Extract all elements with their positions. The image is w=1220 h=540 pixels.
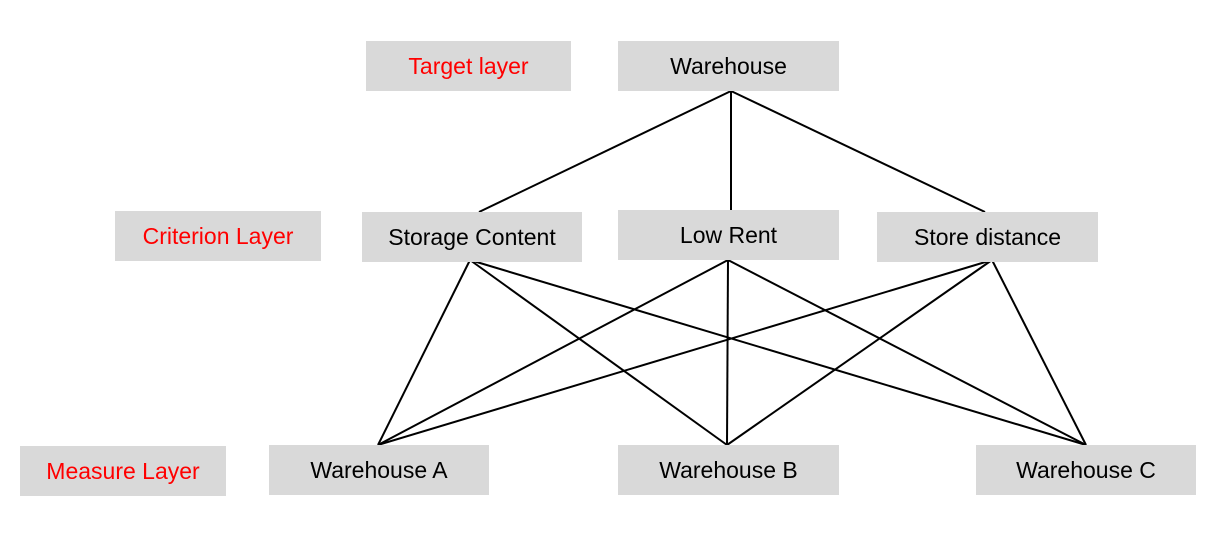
edge-low-rent-warehouse-c: [727, 259, 1087, 446]
target-layer-label: Target layer: [366, 41, 571, 91]
goal-node: Warehouse: [618, 41, 839, 91]
alternative-node-warehouse-b: Warehouse B: [618, 445, 839, 495]
edge-storage-content-warehouse-b: [469, 259, 728, 446]
criterion-node-storage-content: Storage Content: [362, 212, 582, 262]
criterion-node-low-rent: Low Rent: [618, 210, 839, 260]
criterion-layer-label: Criterion Layer: [115, 211, 321, 261]
edge-store-distance-warehouse-b: [726, 259, 993, 446]
measure-layer-label: Measure Layer: [20, 446, 226, 496]
edge-low-rent-warehouse-a: [377, 259, 729, 446]
alternative-node-warehouse-c: Warehouse C: [976, 445, 1196, 495]
edge-store-distance-warehouse-c: [991, 259, 1087, 446]
edge-goal-storage-content: [478, 90, 732, 213]
alternative-node-warehouse-a: Warehouse A: [269, 445, 489, 495]
edge-storage-content-warehouse-c: [469, 259, 1087, 446]
edge-store-distance-warehouse-a: [377, 259, 993, 446]
edge-storage-content-warehouse-a: [377, 259, 471, 446]
edge-low-rent-warehouse-b: [726, 259, 729, 446]
edge-goal-store-distance: [730, 90, 986, 213]
criterion-node-store-distance: Store distance: [877, 212, 1098, 262]
